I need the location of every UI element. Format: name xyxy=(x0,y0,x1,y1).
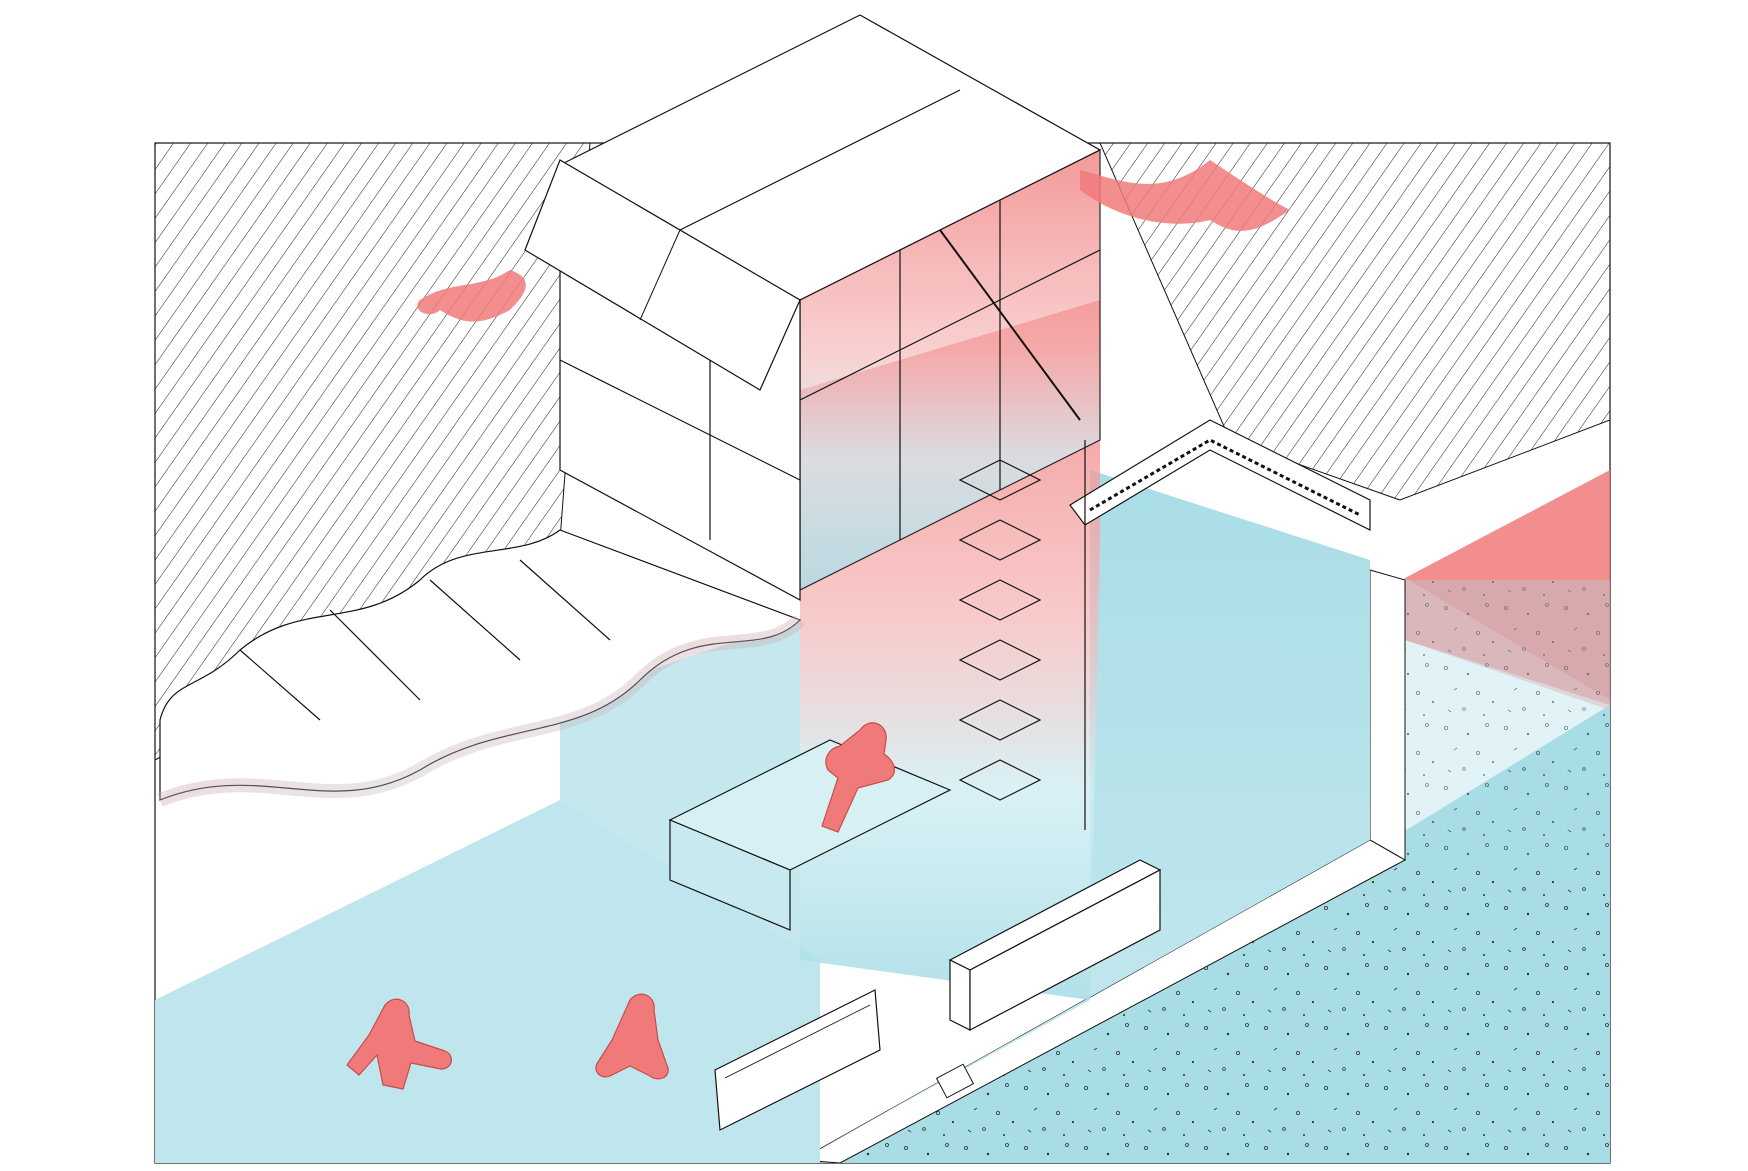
person-sitting-left xyxy=(346,998,452,1090)
person-reclining xyxy=(821,722,895,833)
cool-wall-mass xyxy=(800,470,1370,1160)
floor-drain xyxy=(935,1063,975,1099)
wall-ladder-shelves xyxy=(958,440,1086,830)
louvred-panel xyxy=(714,989,881,1131)
person-sitting-right xyxy=(595,993,669,1080)
warm-air-plume-left xyxy=(417,270,526,322)
warm-air-plume-right xyxy=(1080,160,1290,231)
roof-deck-right xyxy=(1099,143,1610,501)
fabric-canopy xyxy=(157,529,805,807)
brick-pier xyxy=(1369,569,1406,861)
operable-roof-panel xyxy=(524,159,801,391)
